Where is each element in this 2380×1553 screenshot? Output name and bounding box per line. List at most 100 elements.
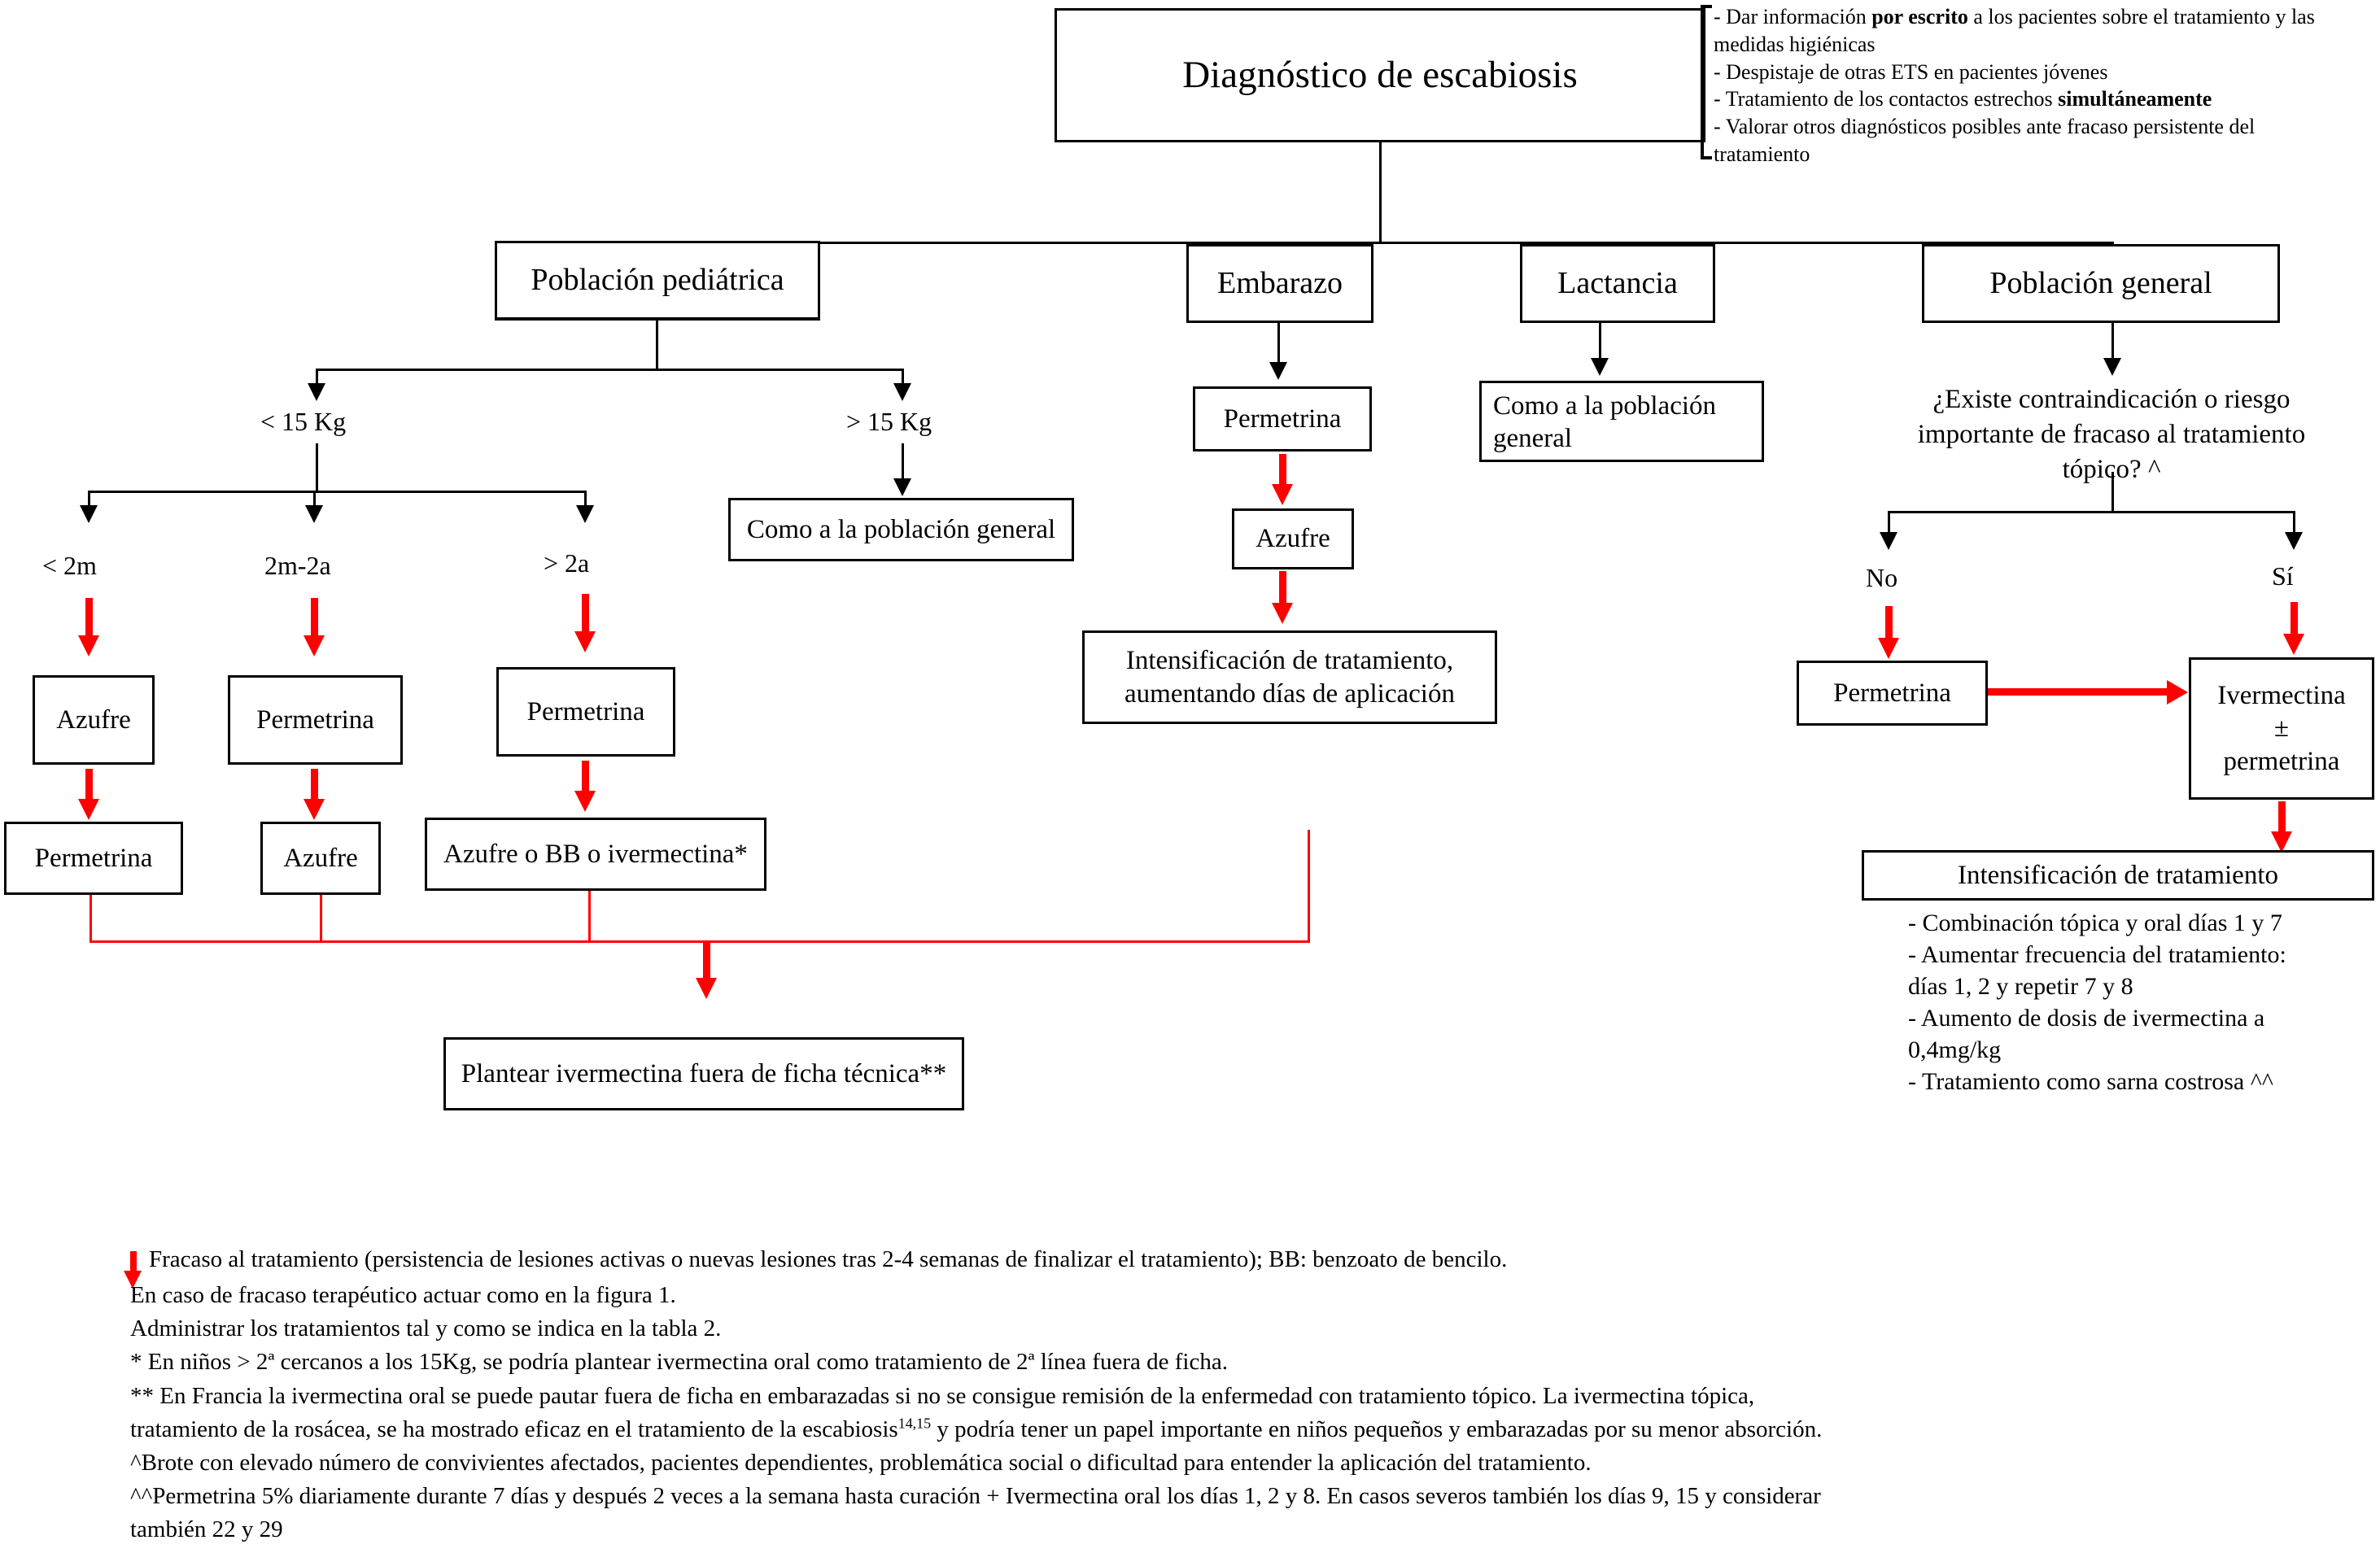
red-general-no-stem: [1885, 606, 1893, 640]
age-drop-3: [584, 491, 587, 507]
header-note-1: - Dar información por escrito a los paci…: [1714, 5, 2315, 56]
branch-label-general: Población general: [1989, 266, 2212, 301]
red-arrow-b1: [78, 799, 99, 820]
branch-box-general: Población general: [1922, 244, 2280, 323]
lactation-stem: [1599, 323, 1601, 360]
title-stem: [1379, 142, 1382, 244]
box-ped-second-3-label: Azufre o BB o ivermectina*: [443, 839, 748, 869]
box-general-yes-ivermectina: Ivermectina ± permetrina: [2189, 657, 2374, 800]
arrow-age-2: [305, 505, 323, 523]
weight-low-stem: [316, 443, 318, 492]
footnote-line-2: En caso de fracaso terapéutico actuar co…: [130, 1282, 676, 1308]
box-pregnancy-azufre-label: Azufre: [1256, 524, 1330, 554]
general-drop-no: [1888, 511, 1890, 534]
label-age-3: > 2a: [544, 548, 590, 578]
red-stem-a3: [582, 594, 589, 633]
box-ped-second-2: Azufre: [260, 822, 381, 895]
footnote-5b-refs: 14,15: [897, 1415, 932, 1432]
footnotes-rest: En caso de fracaso terapéutico actuar co…: [130, 1279, 2360, 1546]
footnote-line-5a: ** En Francia la ivermectina oral se pue…: [130, 1382, 1755, 1409]
red-collector-bar: [90, 940, 1310, 943]
header-notes: - Dar información por escrito a los paci…: [1714, 3, 2377, 168]
general-arrow: [2103, 358, 2121, 376]
red-collect-drop-1: [90, 895, 92, 942]
footnote-line-7a: ^^Permetrina 5% diariamente durante 7 dí…: [130, 1483, 1821, 1510]
footnote-line-3: Administrar los tratamientos tal y como …: [130, 1315, 722, 1342]
box-pregnancy-azufre: Azufre: [1232, 508, 1354, 569]
footnote-5b-pre: tratamiento de la rosácea, se ha mostrad…: [130, 1416, 898, 1442]
red-general-int-arrow: [2271, 831, 2292, 853]
red-arrow-b2: [304, 799, 325, 820]
label-weight-low: < 15 Kg: [260, 407, 347, 436]
box-ped-first-1: Azufre: [33, 675, 155, 765]
pediatric-split-bar: [316, 369, 904, 371]
footnote-line-4: * En niños > 2ª cercanos a los 15Kg, se …: [130, 1349, 1228, 1376]
box-general-intensification: Intensificación de tratamiento: [1862, 850, 2374, 901]
box-ped-first-3-label: Permetrina: [526, 696, 645, 726]
intensification-item-4: - Tratamiento como sarna costrosa ^^: [1908, 1068, 2273, 1095]
red-collector-arrow: [696, 978, 717, 999]
footnote-5b-post: y podría tener un papel importante en ni…: [931, 1416, 1823, 1442]
box-ped-first-3: Permetrina: [496, 667, 675, 757]
arrow-weight-high-box: [893, 478, 911, 496]
intensification-item-2b: días 1, 2 y repetir 7 y 8: [1908, 973, 2133, 1000]
box-lactation-result-label: Como a la población general: [1493, 391, 1717, 454]
arrow-age-3: [576, 505, 594, 523]
branch-label-lactation: Lactancia: [1557, 266, 1678, 301]
pediatric-low-drop: [316, 369, 318, 385]
red-stem-a2: [311, 598, 318, 637]
red-general-yes-stem: [2290, 602, 2298, 636]
box-ped-second-3: Azufre o BB o ivermectina*: [425, 818, 766, 891]
footnote-line-5b: tratamiento de la rosácea, se ha mostrad…: [130, 1413, 2360, 1446]
label-answer-yes: Sí: [2272, 561, 2294, 591]
intensification-item-3: - Aumento de dosis de ivermectina a: [1908, 1005, 2265, 1032]
age-split-bar: [88, 491, 587, 493]
box-general-no-permetrina: Permetrina: [1797, 661, 1988, 726]
red-stem-b1: [85, 769, 93, 801]
general-stem: [2111, 323, 2114, 360]
box-general-intensification-label: Intensificación de tratamiento: [1957, 860, 2278, 890]
red-collect-from-pregnancy: [1308, 830, 1310, 942]
intensification-item-1: - Combinación tópica y oral días 1 y 7: [1908, 910, 2282, 936]
label-answer-no: No: [1866, 563, 1898, 592]
box-pediatric-as-general: Como a la población general: [728, 498, 1074, 561]
general-intensification-items: - Combinación tópica y oral días 1 y 7 -…: [1908, 907, 2380, 1097]
footnote-line-7b: también 22 y 29: [130, 1516, 283, 1543]
red-general-no-arrow: [1878, 638, 1899, 659]
box-ped-first-1-label: Azufre: [56, 705, 131, 735]
intensification-item-2: - Aumentar frecuencia del tratamiento:: [1908, 941, 2286, 968]
red-arrow-b3: [574, 791, 596, 812]
general-split-bar: [1888, 511, 2295, 513]
box-pregnancy-permetrina: Permetrina: [1193, 386, 1372, 452]
arrow-weight-low: [308, 383, 325, 401]
red-collect-drop-3: [588, 891, 591, 942]
branch-label-pediatric-fix: Población pediátrica: [531, 263, 784, 298]
branch-box-pregnancy: Embarazo: [1186, 244, 1373, 323]
intensification-item-3b: 0,4mg/kg: [1908, 1036, 2002, 1063]
arrow-general-yes: [2285, 532, 2303, 550]
red-preg-arrow-2: [1272, 603, 1293, 624]
label-age-2: 2m-2a: [264, 551, 331, 580]
red-arrow-a2: [304, 635, 325, 657]
legend-red-arrow-head: [124, 1271, 142, 1289]
box-plantear-ivermectina: Plantear ivermectina fuera de ficha técn…: [443, 1037, 964, 1110]
box-pregnancy-intensification: Intensificación de tratamiento, aumentan…: [1082, 630, 1497, 724]
label-weight-high: > 15 Kg: [846, 407, 932, 436]
footnotes: Fracaso al tratamiento (persistencia de …: [149, 1243, 2346, 1276]
red-general-yes-arrow: [2283, 634, 2304, 655]
arrow-weight-high: [893, 383, 911, 401]
box-plantear-ivermectina-label: Plantear ivermectina fuera de ficha técn…: [461, 1058, 947, 1088]
header-note-4: - Valorar otros diagnósticos posibles an…: [1714, 115, 2256, 166]
red-preg-stem-2: [1279, 571, 1286, 605]
box-general-yes-ivermectina-label: Ivermectina ± permetrina: [2217, 681, 2346, 776]
red-preg-arrow-1: [1272, 484, 1293, 505]
pediatric-high-drop: [902, 369, 904, 385]
branch-box-pediatric-fix: Población pediátrica: [495, 241, 820, 320]
box-ped-second-1: Permetrina: [4, 822, 183, 895]
red-preg-stem-1: [1279, 454, 1286, 486]
red-arrow-a3: [574, 631, 596, 652]
red-stem-a1: [85, 598, 93, 637]
box-pediatric-as-general-label: Como a la población general: [746, 514, 1056, 544]
general-question-stem: [2111, 472, 2114, 513]
red-cross-arrow-stem: [1988, 688, 2168, 696]
